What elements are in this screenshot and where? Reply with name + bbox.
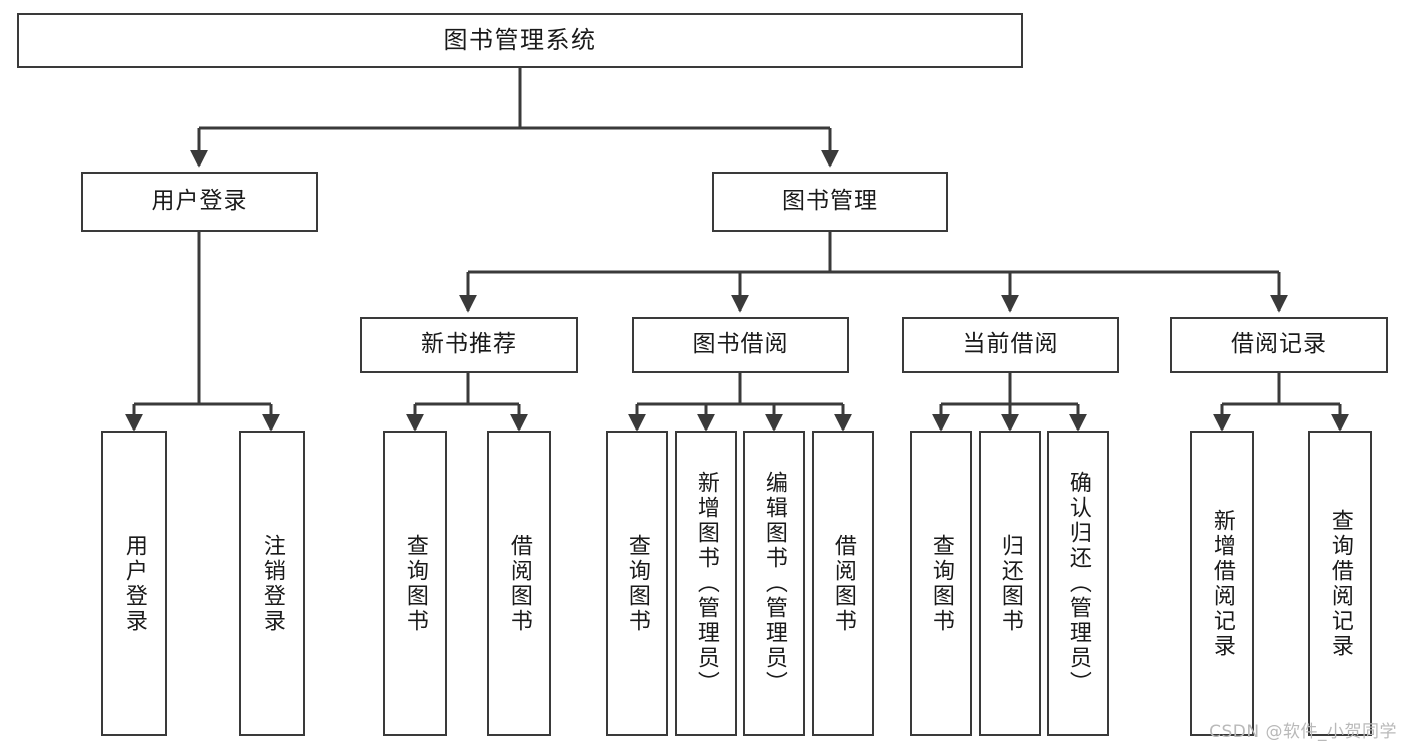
node-leaf-borrow-book-1-label: 借阅图书 <box>506 533 532 634</box>
node-leaf-query-book-3[interactable]: 查询图书 <box>910 431 972 736</box>
node-leaf-query-book-2[interactable]: 查询图书 <box>606 431 668 736</box>
node-borrow-records[interactable]: 借阅记录 <box>1170 317 1388 373</box>
node-leaf-add-record[interactable]: 新增借阅记录 <box>1190 431 1254 736</box>
node-book-management[interactable]: 图书管理 <box>712 172 948 232</box>
node-leaf-query-book-1-label: 查询图书 <box>402 533 428 634</box>
node-leaf-query-book-2-label: 查询图书 <box>624 533 650 634</box>
node-leaf-return-book[interactable]: 归还图书 <box>979 431 1041 736</box>
node-current-borrow[interactable]: 当前借阅 <box>902 317 1119 373</box>
node-book-management-label: 图书管理 <box>782 188 878 215</box>
node-leaf-confirm-return[interactable]: 确认归还（管理员） <box>1047 431 1109 736</box>
node-leaf-user-login[interactable]: 用户登录 <box>101 431 167 736</box>
node-leaf-borrow-book-2[interactable]: 借阅图书 <box>812 431 874 736</box>
node-root[interactable]: 图书管理系统 <box>17 13 1023 68</box>
node-leaf-borrow-book-2-label: 借阅图书 <box>830 533 856 634</box>
node-leaf-add-record-label: 新增借阅记录 <box>1209 508 1235 659</box>
node-leaf-query-book-3-label: 查询图书 <box>928 533 954 634</box>
node-leaf-add-book[interactable]: 新增图书（管理员） <box>675 431 737 736</box>
node-leaf-user-logout-label: 注销登录 <box>259 533 285 634</box>
node-book-borrow[interactable]: 图书借阅 <box>632 317 849 373</box>
node-user-login-label: 用户登录 <box>151 188 248 215</box>
node-leaf-confirm-return-label: 确认归还（管理员） <box>1065 471 1091 696</box>
node-leaf-query-record[interactable]: 查询借阅记录 <box>1308 431 1372 736</box>
node-leaf-user-logout[interactable]: 注销登录 <box>239 431 305 736</box>
node-book-borrow-label: 图书借阅 <box>692 331 789 358</box>
node-new-book-recommend-label: 新书推荐 <box>421 331 517 358</box>
node-user-login[interactable]: 用户登录 <box>81 172 318 232</box>
node-borrow-records-label: 借阅记录 <box>1231 331 1327 358</box>
node-leaf-edit-book-label: 编辑图书（管理员） <box>761 471 787 696</box>
node-leaf-query-record-label: 查询借阅记录 <box>1327 508 1353 659</box>
watermark: CSDN @软件_小贺同学 <box>1209 722 1397 742</box>
node-leaf-borrow-book-1[interactable]: 借阅图书 <box>487 431 551 736</box>
node-leaf-user-login-label: 用户登录 <box>121 533 147 634</box>
node-leaf-query-book-1[interactable]: 查询图书 <box>383 431 447 736</box>
node-new-book-recommend[interactable]: 新书推荐 <box>360 317 578 373</box>
node-root-label: 图书管理系统 <box>443 26 597 55</box>
node-leaf-edit-book[interactable]: 编辑图书（管理员） <box>743 431 805 736</box>
node-leaf-add-book-label: 新增图书（管理员） <box>693 471 719 696</box>
node-leaf-return-book-label: 归还图书 <box>997 533 1023 634</box>
node-current-borrow-label: 当前借阅 <box>962 331 1059 358</box>
